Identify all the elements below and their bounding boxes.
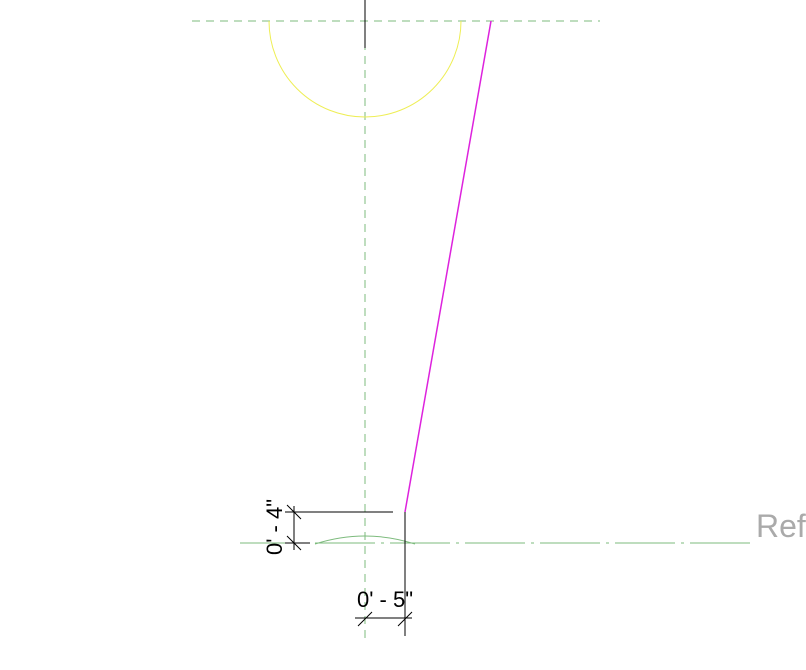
dim-tick-left: [357, 611, 373, 627]
yellow-arc[interactable]: [268, 20, 462, 118]
dim-tick-top: [286, 504, 302, 520]
horizontal-dimension[interactable]: 0' - 5": [355, 512, 413, 636]
dim-label-vertical[interactable]: 0' - 4": [262, 499, 287, 555]
profile-line[interactable]: [404, 20, 492, 513]
level-label[interactable]: Ref: [756, 508, 806, 544]
dim-tick-right: [397, 611, 413, 627]
dim-label-horizontal[interactable]: 0' - 5": [357, 587, 413, 612]
vertical-dimension[interactable]: 0' - 4": [262, 499, 393, 555]
dim-tick-bottom: [286, 535, 302, 551]
base-arc[interactable]: [314, 535, 416, 545]
